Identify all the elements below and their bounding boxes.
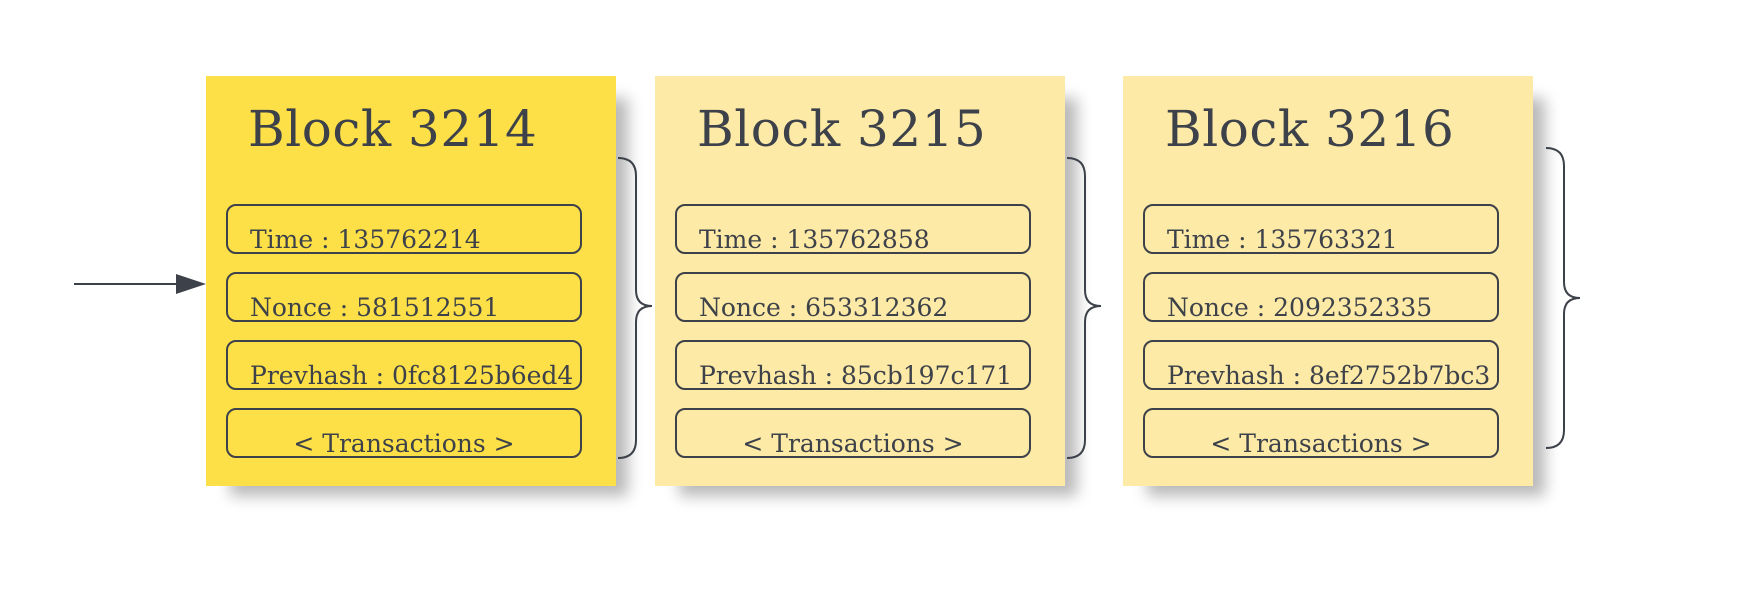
arrow-right-icon <box>74 274 206 294</box>
curly-brace-icon <box>1066 157 1102 459</box>
nonce-field: Nonce : 653312362 <box>675 272 1031 322</box>
prevhash-label: Prevhash : 85cb197c171 <box>699 361 1013 390</box>
transactions-field: < Transactions > <box>226 408 582 458</box>
transactions-label: < Transactions > <box>293 429 515 458</box>
time-label: Time : 135762214 <box>250 225 481 254</box>
block-card-3215: Block 3215 Time : 135762858 Nonce : 6533… <box>655 76 1065 486</box>
prevhash-field: Prevhash : 0fc8125b6ed4 <box>226 340 582 390</box>
transactions-field: < Transactions > <box>675 408 1031 458</box>
nonce-label: Nonce : 581512551 <box>250 293 500 322</box>
nonce-field: Nonce : 2092352335 <box>1143 272 1499 322</box>
prevhash-field: Prevhash : 85cb197c171 <box>675 340 1031 390</box>
block-card-3216: Block 3216 Time : 135763321 Nonce : 2092… <box>1123 76 1533 486</box>
prevhash-label: Prevhash : 8ef2752b7bc3 <box>1167 361 1491 390</box>
time-label: Time : 135762858 <box>699 225 930 254</box>
block-title: Block 3214 <box>248 100 538 158</box>
block-card-3214: Block 3214 Time : 135762214 Nonce : 5815… <box>206 76 616 486</box>
time-field: Time : 135763321 <box>1143 204 1499 254</box>
time-field: Time : 135762858 <box>675 204 1031 254</box>
nonce-label: Nonce : 2092352335 <box>1167 293 1433 322</box>
transactions-field: < Transactions > <box>1143 408 1499 458</box>
nonce-field: Nonce : 581512551 <box>226 272 582 322</box>
prevhash-field: Prevhash : 8ef2752b7bc3 <box>1143 340 1499 390</box>
transactions-label: < Transactions > <box>1210 429 1432 458</box>
curly-brace-icon <box>617 157 653 459</box>
transactions-label: < Transactions > <box>742 429 964 458</box>
time-label: Time : 135763321 <box>1167 225 1398 254</box>
block-title: Block 3215 <box>697 100 987 158</box>
prevhash-label: Prevhash : 0fc8125b6ed4 <box>250 361 574 390</box>
block-title: Block 3216 <box>1165 100 1455 158</box>
time-field: Time : 135762214 <box>226 204 582 254</box>
curly-brace-icon <box>1545 147 1581 449</box>
nonce-label: Nonce : 653312362 <box>699 293 949 322</box>
